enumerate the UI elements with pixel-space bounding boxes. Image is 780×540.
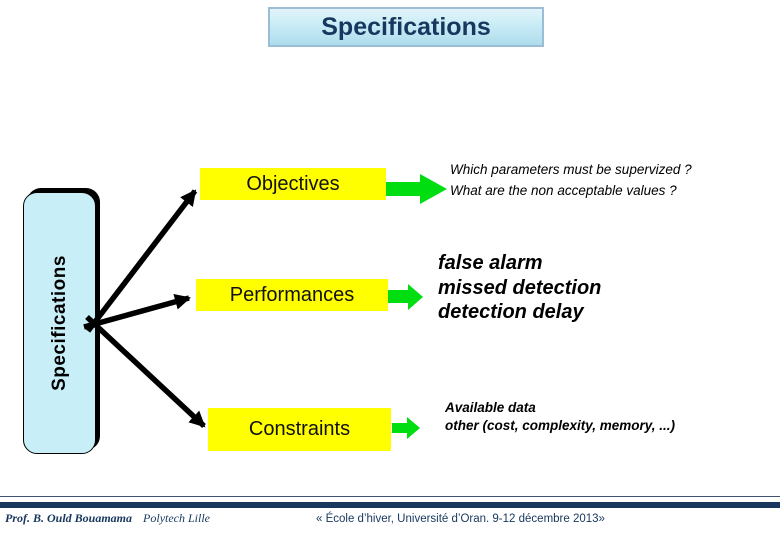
- node-performances: Performances: [196, 279, 388, 311]
- node-objectives: Objectives: [200, 168, 386, 200]
- green-arrow-objectives: [386, 174, 447, 204]
- annotation-objectives: Which parameters must be supervized ? Wh…: [450, 159, 692, 201]
- annotation-line: missed detection: [438, 276, 602, 299]
- specifications-side-label: Specifications: [48, 255, 70, 391]
- node-objectives-label: Objectives: [246, 172, 340, 195]
- annotation-constraints: Available data other (cost, complexity, …: [445, 399, 675, 434]
- arrow-to-constraints: [85, 314, 206, 429]
- node-constraints: Constraints: [208, 408, 391, 451]
- footer-divider-thin: [0, 496, 780, 497]
- annotation-line: false alarm: [438, 252, 543, 274]
- slide-title: Specifications: [321, 12, 491, 41]
- specifications-side-box: Specifications: [23, 192, 96, 454]
- footer-author: Prof. B. Ould Bouamama: [5, 511, 133, 525]
- footer-institution: Polytech Lille: [143, 511, 211, 525]
- node-constraints-label: Constraints: [248, 418, 351, 440]
- footer-event: « École d’hiver, Université d’Oran. 9-12…: [316, 513, 605, 525]
- green-arrow-constraints: [392, 417, 420, 439]
- annotation-performances: false alarm missed detection detection d…: [438, 251, 601, 325]
- node-performances-label: Performances: [229, 283, 355, 306]
- annotation-line: Which parameters must be supervized ?: [450, 162, 692, 177]
- annotation-line: What are the non acceptable values ?: [450, 183, 677, 198]
- slide-title-box: Specifications: [268, 7, 544, 47]
- arrow-to-objectives: [85, 189, 198, 333]
- footer-author-block: Prof. B. Ould Bouamama Polytech Lille: [5, 511, 210, 526]
- annotation-line: Available data: [445, 400, 536, 415]
- footer-divider-thick: [0, 502, 780, 508]
- green-arrow-performances: [388, 284, 423, 310]
- arrow-to-performances: [83, 294, 191, 330]
- annotation-line: other (cost, complexity, memory, ...): [445, 417, 676, 433]
- annotation-line: detection delay: [438, 301, 584, 323]
